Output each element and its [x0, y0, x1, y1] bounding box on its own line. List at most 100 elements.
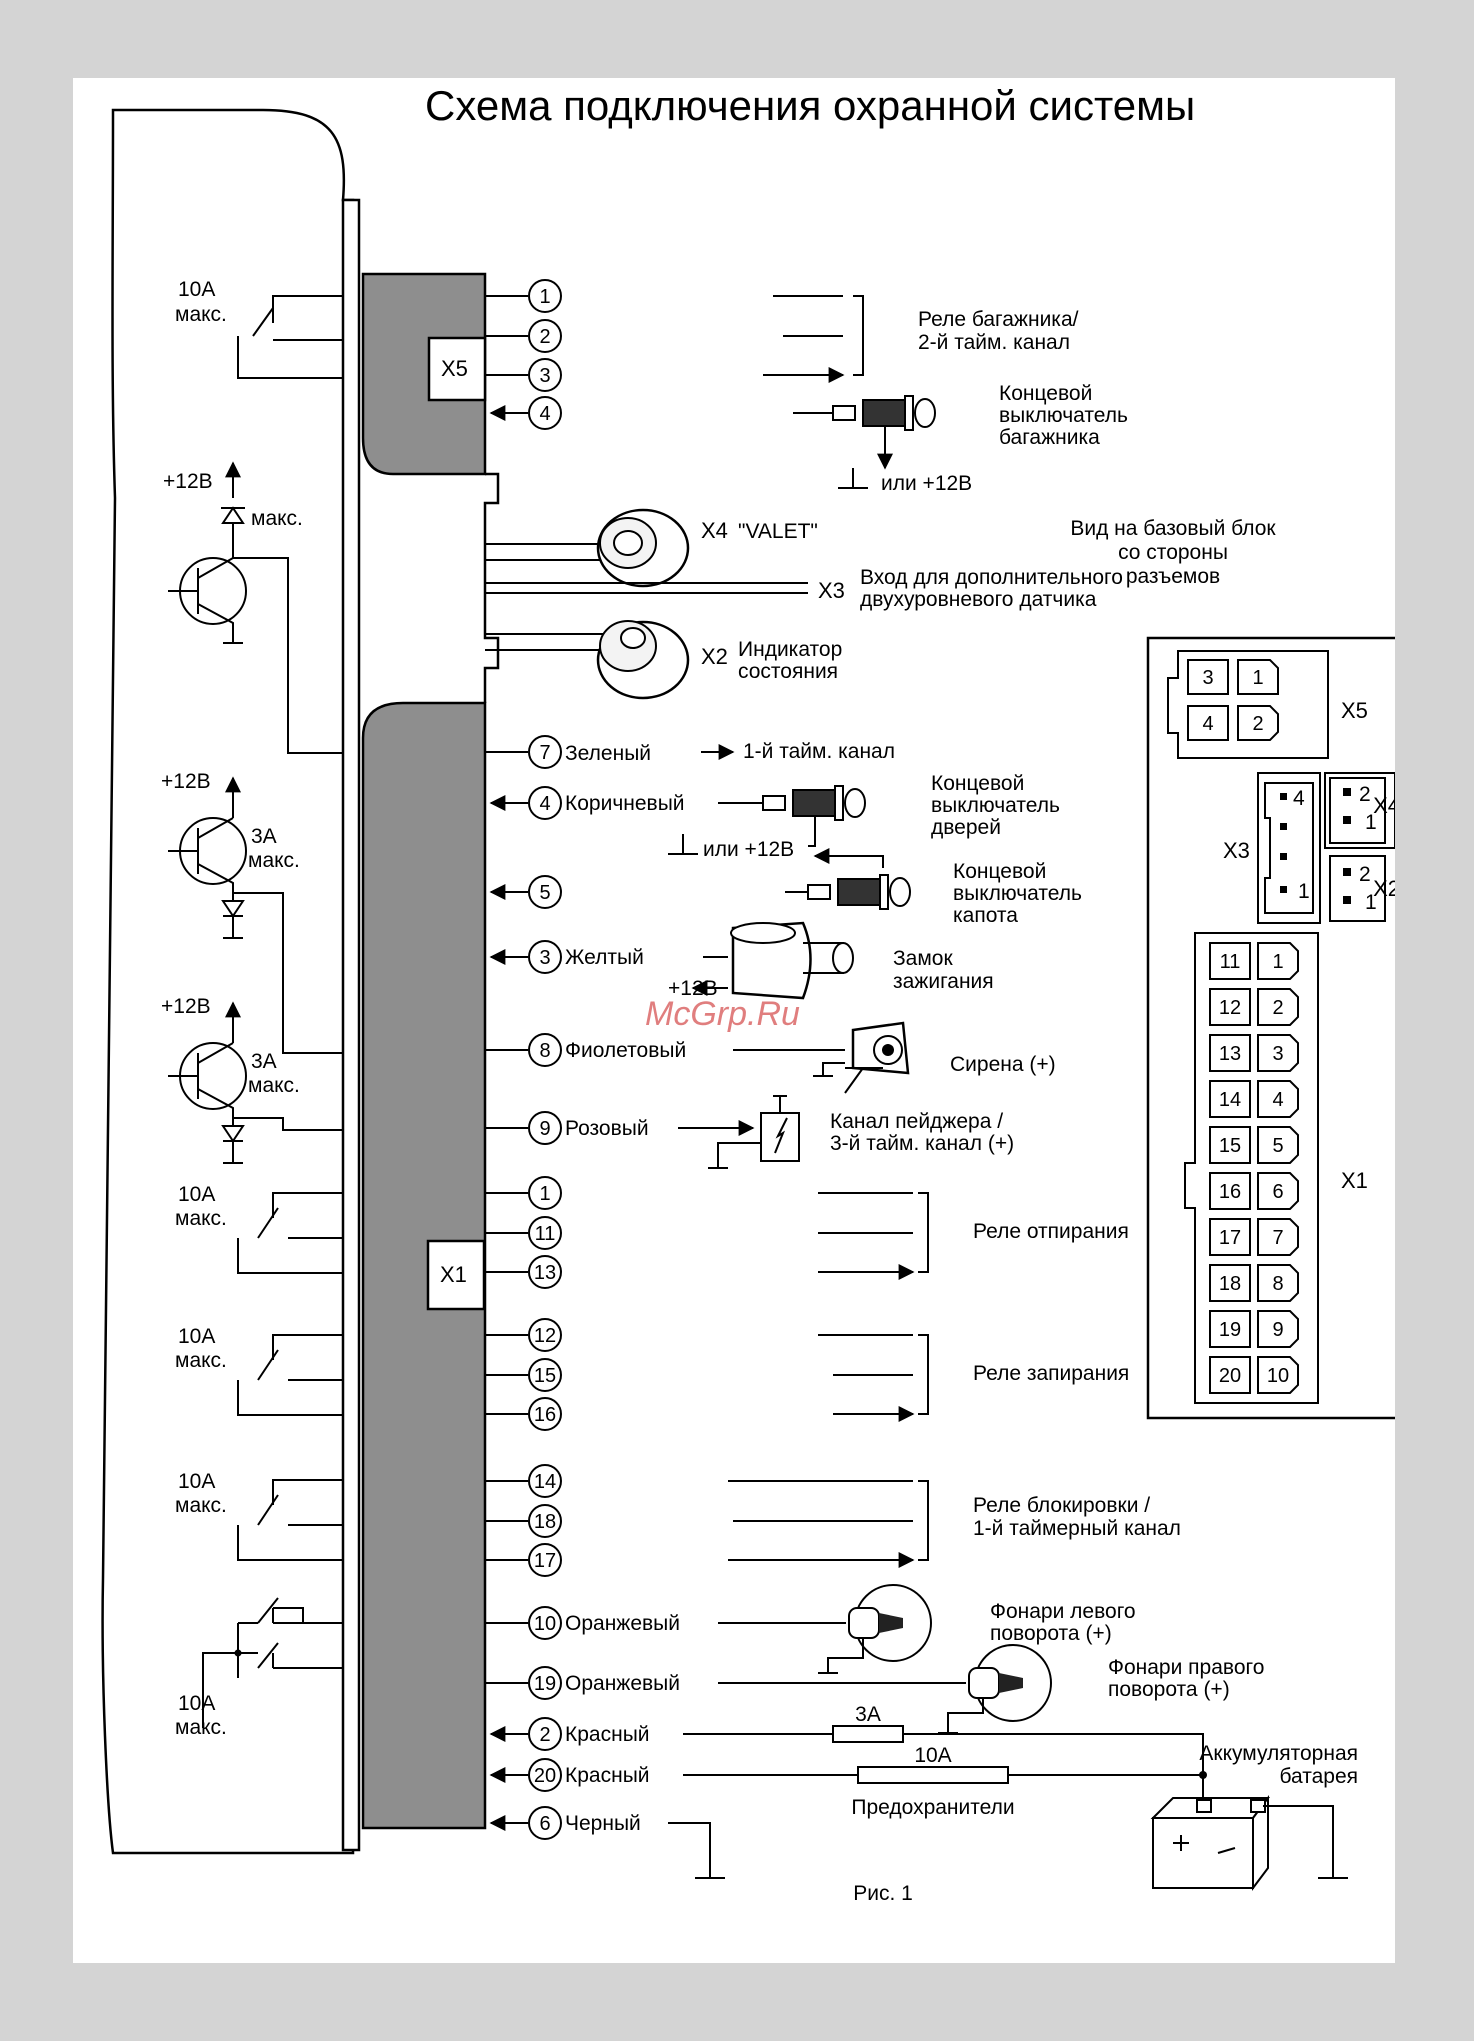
door-switch-icon — [718, 785, 866, 847]
wire-7-pin-label: 7 — [539, 742, 550, 764]
lock-pin-1-label: 12 — [534, 1325, 556, 1347]
battery-ground — [1263, 1805, 1348, 1879]
unlock-pin-2-label: 11 — [535, 1223, 556, 1245]
ignition-supply: +12В — [668, 977, 718, 1000]
x1-cell-label: 1 — [1272, 951, 1283, 973]
transistor-3-leads — [168, 1042, 234, 1118]
right-lamp-filament — [999, 1673, 1023, 1693]
x1-cell — [1209, 1080, 1251, 1118]
siren-ground — [813, 1062, 883, 1094]
trunk-relay-line1: Реле багажника/ — [918, 308, 1079, 331]
trunk-ground-icon — [838, 468, 868, 489]
x4-outer — [1324, 772, 1395, 849]
output-max-2: макс. — [248, 849, 300, 872]
battery-minus-terminal — [1250, 1799, 1266, 1813]
led-connector: X2 — [701, 644, 728, 669]
left-lamp-filament — [879, 1613, 903, 1633]
block-pin-1 — [528, 1464, 562, 1498]
x5-cell-4-label: 4 — [1202, 713, 1213, 735]
fuse-10a — [857, 1766, 1009, 1784]
x1-cell — [1257, 1218, 1299, 1256]
pager-line1: Канал пейджера / — [830, 1110, 1003, 1133]
x1-cell — [1209, 1172, 1251, 1210]
block-bracket — [918, 1480, 929, 1561]
right-lights-line2: поворота (+) — [1108, 1678, 1230, 1701]
x1-cell-label: 11 — [1220, 951, 1241, 973]
x3-block: 4 1 X3 — [1223, 772, 1321, 924]
relay5-node — [234, 1649, 242, 1657]
wire-7-color: Зеленый — [565, 742, 651, 765]
x1-cell — [1209, 1034, 1251, 1072]
ignition-key-head — [832, 942, 854, 974]
x1-cell-label: 15 — [1219, 1135, 1241, 1157]
x1-cell-label: 6 — [1272, 1181, 1283, 1203]
unlock-pin-1-label: 1 — [539, 1183, 550, 1205]
trunk-switch-icon — [793, 395, 936, 470]
left-lamp-ground — [818, 1638, 864, 1674]
wire-2-color: Красный — [565, 1723, 650, 1746]
x1-label: X1 — [440, 1262, 467, 1287]
supply-label-1: +12В — [163, 470, 213, 493]
hood-switch-line3: капота — [953, 904, 1018, 927]
pager-antenna — [773, 1095, 787, 1113]
x4-block: 2 1 X4 — [1324, 772, 1395, 849]
x5-pin-wires — [485, 295, 528, 376]
figure-caption: Рис. 1 — [853, 1882, 913, 1905]
x5-cell-2 — [1237, 705, 1279, 741]
output-rating-2: 3А — [251, 825, 277, 848]
battery-line2: батарея — [1279, 1765, 1358, 1788]
base-view-line2: со стороны — [1118, 541, 1228, 564]
relay4-contact — [237, 1479, 343, 1561]
x2-pin-2-dot — [1343, 868, 1351, 876]
battery-plus-terminal — [1196, 1799, 1212, 1813]
x1-cell-label: 9 — [1272, 1319, 1283, 1341]
transistor-1-leads — [168, 557, 343, 754]
diode-1 — [221, 506, 245, 524]
aux-sensor-line1: Вход для дополнительного — [860, 566, 1123, 589]
block-leads — [485, 1480, 528, 1561]
output-rating-3: 3А — [251, 1050, 277, 1073]
hood-switch-body — [837, 878, 881, 906]
x1-cell-label: 12 — [1219, 997, 1241, 1019]
pager-line2: 3-й тайм. канал (+) — [830, 1132, 1014, 1155]
x1-cell-label: 10 — [1267, 1365, 1289, 1387]
valet-connector: X4 — [701, 518, 728, 543]
hood-switch-flange — [879, 874, 889, 910]
supply-label-2: +12В — [161, 770, 211, 793]
door-switch-line1: Концевой — [931, 772, 1024, 795]
trunk-switch-body — [862, 399, 906, 427]
door-switch-terminal — [762, 795, 786, 811]
fuse-3a-label: 3А — [855, 1703, 881, 1726]
x1-group-block: 14 18 17 — [485, 1464, 929, 1577]
block-pin-2 — [528, 1504, 562, 1538]
battery-icon — [1150, 1795, 1348, 1891]
fuse-junction — [1199, 1771, 1207, 1779]
valet-wires — [485, 543, 618, 561]
x1-cell — [1257, 988, 1299, 1026]
middle-connector-edge — [483, 472, 500, 703]
relay1-max: макс. — [175, 303, 227, 326]
watermark: McGrp.Ru — [645, 995, 800, 1033]
trunk-switch-line2: выключатель — [999, 404, 1128, 427]
right-lamp-ground — [938, 1698, 984, 1734]
led-line2: состояния — [738, 660, 838, 683]
wire-4-pin-label: 4 — [539, 793, 550, 815]
door-switch-flange — [834, 785, 844, 821]
x1-cell-label: 3 — [1272, 1043, 1283, 1065]
unlock-arrows — [818, 1192, 913, 1272]
lock-pin-2-label: 15 — [534, 1365, 556, 1387]
pager-ground — [708, 1142, 761, 1169]
x5-label: X5 — [441, 356, 468, 381]
wire-4-pin — [528, 786, 562, 820]
siren-center — [882, 1044, 894, 1056]
x3-pin-3-dot — [1280, 823, 1287, 830]
wire-7-pin — [528, 735, 562, 769]
relay1-contact — [237, 295, 343, 379]
unlock-bracket — [918, 1192, 929, 1273]
x1-cell — [1257, 1034, 1299, 1072]
trunk-relay-bracket — [853, 295, 864, 376]
x1-cell-label: 16 — [1219, 1181, 1241, 1203]
aux-sensor-connector: X3 — [818, 578, 845, 603]
ignition-face — [730, 922, 796, 944]
ignition-line1: Замок — [893, 947, 953, 970]
